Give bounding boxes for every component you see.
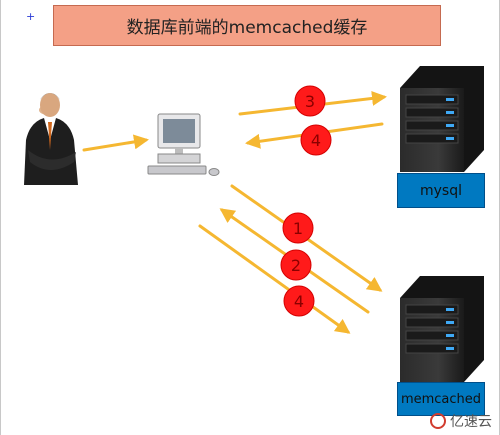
svg-text:1: 1: [293, 219, 303, 238]
mysql-label: mysql: [397, 173, 485, 208]
yisu-logo-icon: [430, 413, 446, 429]
crosshair-cursor-icon: +: [26, 10, 36, 23]
step-marker-3: 3: [294, 85, 326, 117]
arrow-user-to-client: [82, 134, 149, 152]
svg-text:4: 4: [311, 131, 321, 150]
desktop-computer: [147, 113, 220, 176]
step-marker-4: 4: [300, 124, 332, 156]
svg-text:2: 2: [291, 256, 301, 275]
watermark: 亿速云: [430, 411, 492, 431]
svg-text:4: 4: [294, 292, 304, 311]
memcached-label: memcached: [397, 382, 485, 416]
step-marker-1: 1: [282, 212, 314, 244]
step-marker-2: 2: [280, 249, 312, 281]
watermark-text: 亿速云: [450, 414, 492, 430]
user-figure: [24, 93, 78, 185]
memcached-server-icon: [400, 276, 484, 382]
svg-text:3: 3: [305, 92, 315, 111]
arrow-step4b-to-memcached: [198, 224, 351, 334]
step-marker-4b: 4: [283, 285, 315, 317]
diagram-title: 数据库前端的memcached缓存: [53, 5, 441, 46]
mysql-server-icon: [400, 66, 484, 172]
